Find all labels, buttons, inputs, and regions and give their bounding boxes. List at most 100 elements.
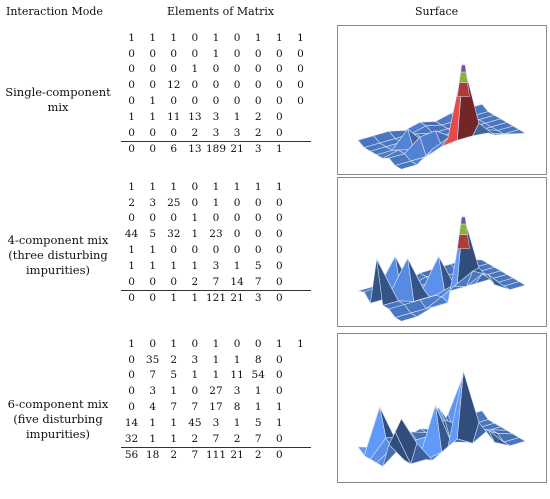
- matrix-cell: 1: [254, 385, 262, 398]
- matrix-cell: 1: [170, 432, 178, 445]
- matrix-cell: 7: [184, 446, 206, 464]
- matrix-cell: 1: [128, 337, 135, 350]
- matrix-cell: 1: [212, 47, 220, 60]
- matrix-cell: 0: [149, 212, 156, 225]
- mode-label-2: 4-component mix (three disturbing impuri…: [2, 233, 114, 278]
- matrix-cell: 0: [297, 47, 304, 60]
- matrix-cell: 17: [209, 401, 223, 414]
- surface-plot-1: [337, 25, 547, 175]
- matrix-cell: 44: [124, 228, 139, 241]
- matrix-cell: 1: [191, 228, 199, 241]
- matrix-cell: 0: [128, 79, 135, 92]
- matrix-cell: 2: [254, 110, 262, 123]
- matrix-cell: 0: [170, 126, 178, 139]
- matrix-cell: 23: [209, 228, 223, 241]
- matrix-cell: 3: [212, 126, 220, 139]
- matrix-cell: 0: [275, 275, 283, 288]
- matrix-cell: 1: [191, 63, 199, 76]
- matrix-cell: 8: [254, 353, 262, 366]
- matrix-cell: 0: [212, 95, 220, 108]
- matrix-cell: [290, 383, 311, 399]
- surface-svg-3: [357, 371, 527, 467]
- matrix-cell: 21: [226, 446, 248, 464]
- matrix-cell: 0: [254, 95, 262, 108]
- matrix-cell: 0: [233, 244, 241, 257]
- matrix-cell: [289, 140, 311, 158]
- matrix-cell: 7: [212, 275, 220, 288]
- matrix-cell: 1: [149, 259, 156, 272]
- matrix-cell: 1: [268, 140, 290, 158]
- matrix-cell: 45: [188, 416, 202, 429]
- matrix-cell: [290, 399, 311, 415]
- matrix-cell: 0: [233, 212, 241, 225]
- matrix-cell: 1: [254, 180, 262, 193]
- matrix-cell: 12: [167, 79, 181, 92]
- matrix-cell: 0: [254, 47, 262, 60]
- matrix-cell: 7: [254, 432, 262, 445]
- surface-svg-2: [357, 215, 527, 322]
- matrix-cell: 6: [163, 140, 185, 158]
- matrix-cell: 111: [205, 446, 227, 464]
- matrix-cell: [290, 415, 311, 431]
- matrix-cell: 1: [170, 385, 178, 398]
- matrix-cell: 1: [212, 196, 220, 209]
- matrix-cell: 1: [275, 416, 283, 429]
- matrix-cell: 1: [275, 401, 283, 414]
- matrix-cell: 2: [191, 275, 199, 288]
- matrix-cell: 0: [254, 63, 262, 76]
- peak-band: [460, 64, 467, 73]
- matrix-cell: 1: [170, 31, 178, 44]
- peak-band: [457, 234, 470, 249]
- matrix-cell: 7: [212, 432, 220, 445]
- matrix-cell: 1: [297, 337, 304, 350]
- mode-line: mix: [47, 100, 69, 114]
- matrix-cell: 3: [233, 385, 241, 398]
- matrix-cell: 0: [275, 432, 283, 445]
- matrix-cell: 1: [191, 369, 199, 382]
- matrix-cell: 0: [128, 401, 135, 414]
- peak-band: [458, 71, 468, 83]
- matrix-cell: 0: [275, 385, 283, 398]
- matrix-cell: [290, 368, 311, 384]
- matrix-cell: 2: [163, 446, 185, 464]
- matrix-cell: 3: [212, 416, 220, 429]
- matrix-cell: 0: [233, 228, 241, 241]
- surface-plot-3: [337, 333, 547, 483]
- matrix-cell: 2: [191, 126, 199, 139]
- matrix-cell: 0: [191, 385, 199, 398]
- matrix-cell: 1: [163, 289, 185, 307]
- matrix-cell: 1: [233, 353, 241, 366]
- matrix-cell: 1: [233, 259, 241, 272]
- matrix-cell: 0: [254, 244, 262, 257]
- matrix-cell: 21: [226, 140, 248, 158]
- matrix-cell: 1: [149, 110, 156, 123]
- matrix-cell: 0: [128, 385, 135, 398]
- peak-band: [458, 223, 468, 235]
- matrix-cell: 0: [275, 212, 283, 225]
- matrix-cell: [290, 211, 311, 227]
- matrix-cell: 0: [191, 31, 199, 44]
- matrix-cell: 1: [128, 244, 135, 257]
- mode-label-3: 6-component mix (five disturbing impurit…: [2, 397, 114, 442]
- matrix-cell: 27: [209, 385, 223, 398]
- matrix-cell: 7: [170, 401, 178, 414]
- matrix-cell: 0: [149, 275, 156, 288]
- matrix-cell: 1: [233, 110, 241, 123]
- matrix-cell: 0: [297, 95, 304, 108]
- header-matrix: Elements of Matrix: [167, 5, 275, 18]
- surface-facet: [394, 418, 418, 465]
- matrix-cell: 0: [212, 63, 220, 76]
- matrix-cell: 1: [233, 180, 241, 193]
- matrix-cell: 3: [247, 289, 269, 307]
- matrix-cell: 1: [170, 259, 178, 272]
- matrix-cell: 14: [124, 416, 139, 429]
